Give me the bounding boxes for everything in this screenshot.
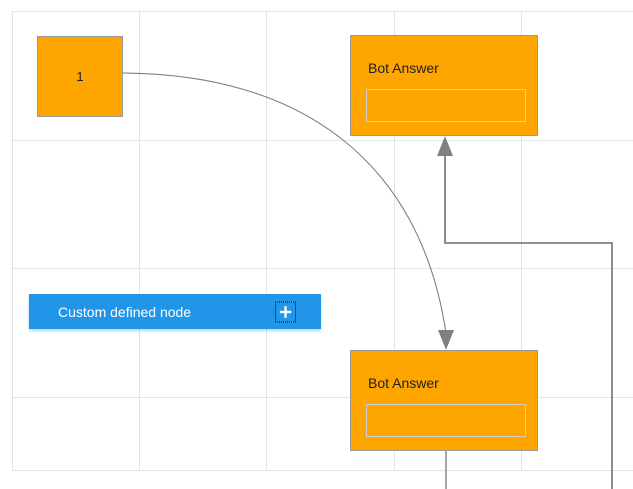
node-bot-answer-top[interactable]: Bot Answer	[350, 35, 538, 136]
connector-node1-to-bot-answer-bottom[interactable]	[122, 72, 447, 334]
grid-line-vertical	[12, 11, 13, 470]
connector-feedback-to-bot-answer-top[interactable]	[444, 152, 613, 489]
custom-defined-node-bar[interactable]: Custom defined node	[29, 294, 321, 329]
arrowhead-up-icon	[437, 136, 453, 156]
grid-line-horizontal	[12, 397, 633, 398]
node-title: Bot Answer	[368, 60, 439, 76]
grid-line-horizontal	[12, 11, 633, 12]
custom-defined-node-label: Custom defined node	[58, 303, 192, 320]
grid-line-vertical	[139, 11, 140, 470]
grid-line-vertical	[266, 11, 267, 470]
node-numbered-1[interactable]: 1	[37, 36, 123, 117]
node-label: 1	[76, 69, 84, 84]
grid-line-horizontal	[12, 470, 633, 471]
grid-line-horizontal	[12, 140, 633, 141]
node-bot-answer-bottom[interactable]: Bot Answer	[350, 350, 538, 451]
grid-line-horizontal	[12, 268, 633, 269]
plus-icon[interactable]	[275, 301, 296, 322]
grid-line-vertical	[394, 11, 395, 470]
arrowhead-down-icon	[438, 330, 454, 350]
node-content-slot[interactable]	[366, 89, 526, 122]
node-title: Bot Answer	[368, 375, 439, 391]
node-content-slot[interactable]	[366, 404, 526, 437]
grid-line-vertical	[521, 11, 522, 470]
